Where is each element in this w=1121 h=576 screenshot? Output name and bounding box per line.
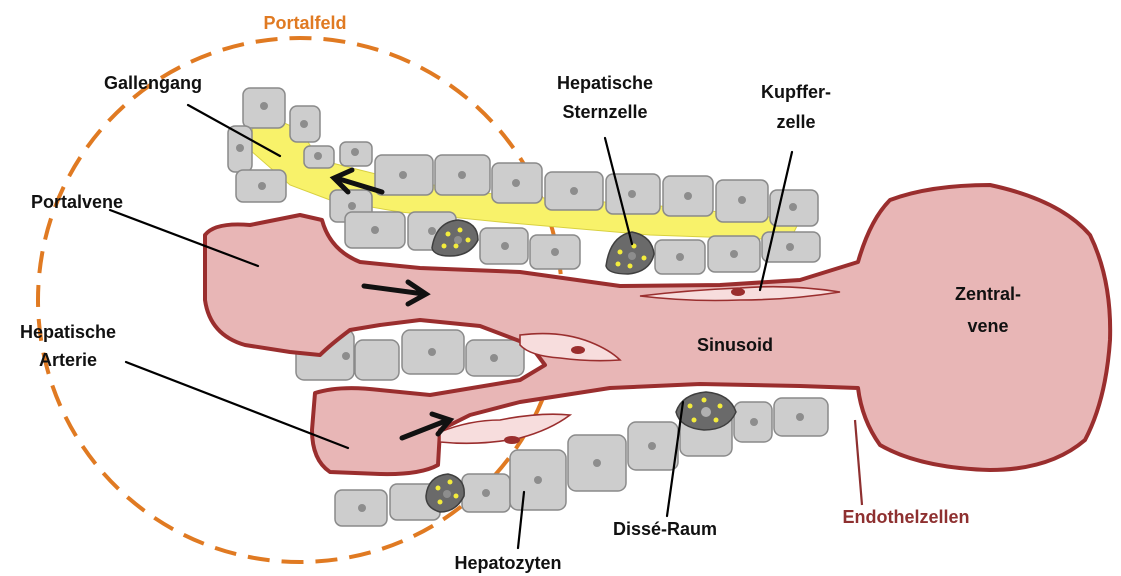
label-portalvene: Portalvene [31, 192, 123, 212]
label-hepatische-arterie-line1: Hepatische [20, 322, 116, 342]
label-hepatische-sternzelle-line2: Sternzelle [562, 102, 647, 122]
label-sinusoid: Sinusoid [697, 335, 773, 355]
kupffer-nucleus [731, 288, 745, 296]
label-kupfferzelle-line1: Kupffer- [761, 82, 831, 102]
label-hepatische-sternzelle-line1: Hepatische [557, 73, 653, 93]
leader-endothelzellen [855, 420, 862, 505]
hepatocyte-cell [355, 340, 399, 380]
label-kupfferzelle-line2: zelle [776, 112, 815, 132]
label-zentralvene-line1: Zentral- [955, 284, 1021, 304]
label-disse-raum: Dissé-Raum [613, 519, 717, 539]
label-hepatozyten: Hepatozyten [454, 553, 561, 573]
label-portalfeld: Portalfeld [263, 13, 346, 33]
label-gallengang: Gallengang [104, 73, 202, 93]
stellate-cell [676, 392, 736, 430]
label-hepatische-arterie-line2: Arterie [39, 350, 97, 370]
label-zentralvene-line2: vene [967, 316, 1008, 336]
label-endothelzellen: Endothelzellen [842, 507, 969, 527]
